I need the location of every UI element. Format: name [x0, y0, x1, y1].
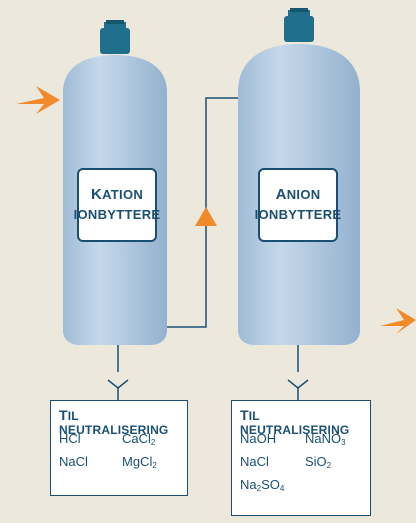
chem-hcl: HCl	[59, 431, 81, 446]
left-output-box: TIL NEUTRALISERING HCl CaCl2 NaCl MgCl2	[50, 400, 188, 496]
cation-drain	[107, 345, 129, 400]
right-output-box: TIL NEUTRALISERING NaOH NaNO3 NaCl SiO2 …	[231, 400, 371, 516]
transfer-arrow-icon	[195, 207, 217, 226]
chem-nacl-right: NaCl	[240, 454, 269, 469]
cation-label: KATION IONBYTTERE	[74, 168, 160, 242]
transfer-pipe	[167, 97, 238, 328]
cation-valve-icon	[100, 20, 130, 54]
chem-cacl2: CaCl2	[122, 431, 156, 447]
chem-naoh: NaOH	[240, 431, 277, 446]
chem-na2so4: Na2SO4	[240, 477, 285, 493]
anion-drain	[287, 345, 309, 400]
chem-sio2: SiO2	[305, 454, 332, 470]
anion-label: ANION IONBYTTERE	[255, 168, 341, 242]
chem-nacl: NaCl	[59, 454, 88, 469]
left-output-title: TIL NEUTRALISERING	[59, 407, 169, 437]
chem-nano3: NaNO3	[305, 431, 346, 447]
outlet-arrow-icon	[380, 308, 416, 334]
anion-valve-icon	[284, 8, 314, 42]
inlet-arrow-icon	[16, 86, 60, 114]
chem-mgcl2: MgCl2	[122, 454, 157, 470]
right-output-title: TIL NEUTRALISERING	[240, 407, 350, 437]
